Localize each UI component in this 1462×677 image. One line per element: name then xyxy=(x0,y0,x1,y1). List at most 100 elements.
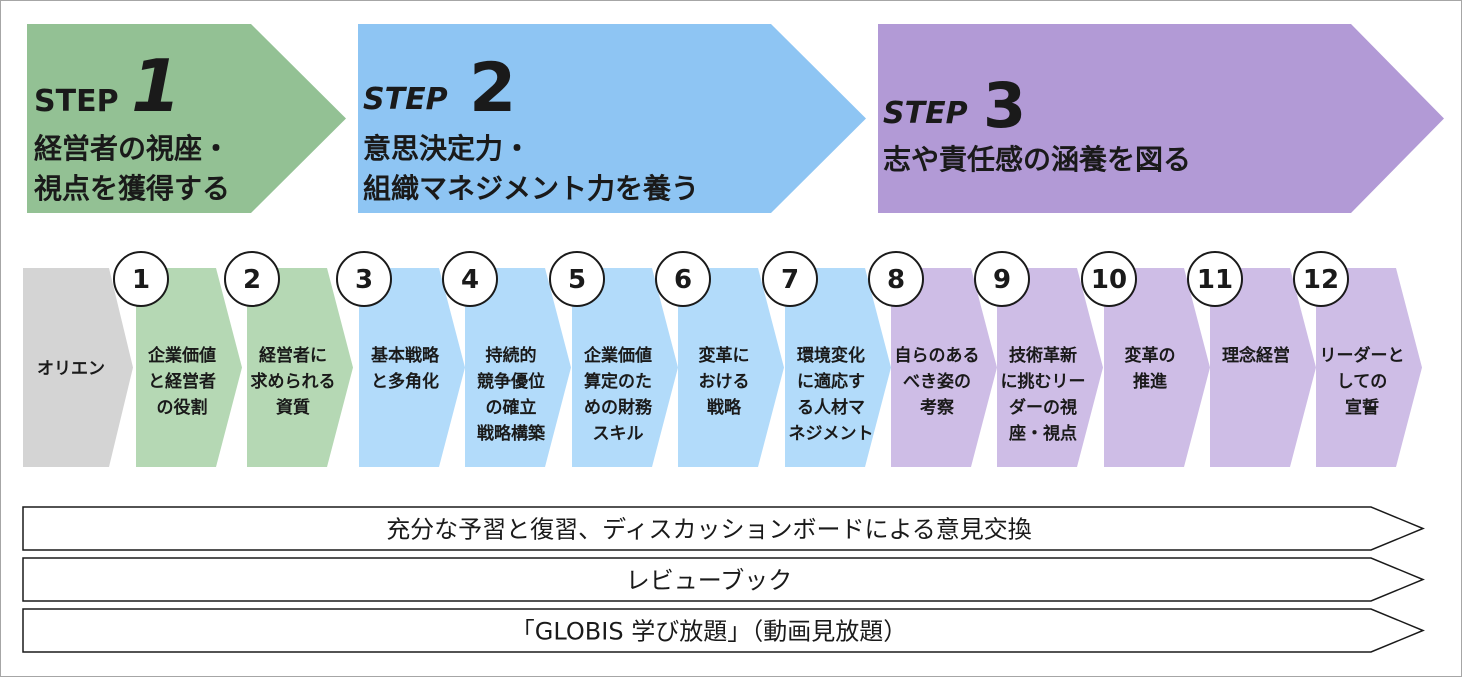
session-label-line: めの財務 xyxy=(584,397,653,418)
band-label: 「GLOBIS 学び放題」（動画見放題） xyxy=(511,618,907,646)
session-label-line: 推進 xyxy=(1133,371,1167,392)
session-number: 8 xyxy=(887,265,905,295)
session-label-line: の役割 xyxy=(157,397,208,418)
session-label-line: 考察 xyxy=(919,397,955,418)
session-chevron xyxy=(465,268,571,467)
session-chevron xyxy=(891,268,997,467)
session-number: 9 xyxy=(993,265,1011,295)
session-label-line: 戦略 xyxy=(707,397,742,418)
orientation-chevron xyxy=(23,268,133,467)
session-label-line: 自らのある xyxy=(895,345,980,366)
session-label-line: 算定のた xyxy=(583,371,652,392)
support-band-3: 「GLOBIS 学び放題」（動画見放題） xyxy=(22,608,1425,653)
session-number-circle xyxy=(655,251,711,307)
session-number-circle xyxy=(762,251,818,307)
session-label-line: る人材マ xyxy=(797,397,865,418)
session-number-circle xyxy=(1293,251,1349,307)
band-arrow-outline xyxy=(22,506,1425,551)
session-number-circle xyxy=(224,251,280,307)
session-label-line: 環境変化 xyxy=(797,345,865,366)
session-label-line: 変革に xyxy=(699,345,750,366)
session-chevron xyxy=(785,268,891,467)
session-chevron xyxy=(1316,268,1422,467)
orientation-label: オリエン xyxy=(37,359,105,379)
session-chevron xyxy=(136,268,242,467)
session-label-line: 求められる xyxy=(251,371,336,392)
session-orientation: オリエン xyxy=(23,268,133,467)
session-number-circle xyxy=(974,251,1030,307)
session-number: 3 xyxy=(355,265,373,295)
session-label-line: ダーの視 xyxy=(1009,397,1077,418)
session-label-line: スキル xyxy=(593,424,644,444)
session-11: 11 理念経営 xyxy=(1187,251,1316,467)
session-number: 5 xyxy=(568,265,586,295)
session-chevron xyxy=(678,268,784,467)
step-title-line: 志や責任感の涵養を図る xyxy=(883,143,1191,176)
session-label-line: と経営者 xyxy=(148,371,216,392)
step-label: STEP xyxy=(34,84,119,119)
band-label: 充分な予習と復習、ディスカッションボードによる意見交換 xyxy=(386,516,1032,544)
session-number: 12 xyxy=(1303,265,1339,295)
session-number-circle xyxy=(1081,251,1137,307)
band-arrow-outline xyxy=(22,557,1425,602)
session-number: 10 xyxy=(1091,265,1127,295)
step-number: 1 xyxy=(131,44,181,128)
session-label-line: 競争優位 xyxy=(477,371,545,392)
session-number: 2 xyxy=(243,265,261,295)
step-arrow-shape xyxy=(27,24,346,213)
session-number-circle xyxy=(336,251,392,307)
session-chevron xyxy=(1210,268,1316,467)
step-1-header: STEP 1 経営者の視座・視点を獲得する xyxy=(27,24,346,213)
session-chevron xyxy=(997,268,1103,467)
session-label-line: 理念経営 xyxy=(1222,345,1290,366)
session-number: 11 xyxy=(1197,265,1233,295)
step-arrow-shape xyxy=(878,24,1444,213)
step-label: STEP xyxy=(363,82,448,117)
session-chevron xyxy=(247,268,353,467)
session-number: 1 xyxy=(132,265,150,295)
step-label: STEP xyxy=(883,96,968,131)
session-label-line: の確立 xyxy=(486,397,537,418)
session-label-line: しての xyxy=(1337,372,1388,392)
band-label: レビューブック xyxy=(626,567,793,595)
session-label-line: ネジメント xyxy=(789,424,874,444)
step-number: 3 xyxy=(983,69,1026,142)
session-label-line: リーダーと xyxy=(1320,345,1405,366)
session-label-line: に適応す xyxy=(797,371,865,392)
step-arrow-shape xyxy=(358,24,866,213)
session-number: 7 xyxy=(781,265,799,295)
support-band-2: レビューブック xyxy=(22,557,1425,602)
session-label-line: 宣誓 xyxy=(1345,397,1379,418)
session-label-line: 技術革新 xyxy=(1009,345,1077,366)
session-chevron xyxy=(1104,268,1210,467)
step-number: 2 xyxy=(469,49,516,128)
session-number: 4 xyxy=(461,265,479,295)
session-number-circle xyxy=(549,251,605,307)
session-chevron xyxy=(359,268,465,467)
session-number-circle xyxy=(1187,251,1243,307)
session-number-circle xyxy=(113,251,169,307)
session-label-line: 資質 xyxy=(276,397,310,418)
step-title-line: 視点を獲得する xyxy=(34,172,230,205)
band-arrow-outline xyxy=(22,608,1425,653)
session-label-line: べき姿の xyxy=(903,371,971,392)
session-label-line: 基本戦略 xyxy=(370,345,440,366)
step-title-line: 経営者の視座・ xyxy=(34,132,230,165)
session-label-line: 持続的 xyxy=(486,345,537,366)
session-label-line: 変革の xyxy=(1125,345,1176,366)
support-band-1: 充分な予習と復習、ディスカッションボードによる意見交換 xyxy=(22,506,1425,551)
session-label-line: おける xyxy=(699,372,750,392)
session-label-line: 経営者に xyxy=(259,345,327,366)
